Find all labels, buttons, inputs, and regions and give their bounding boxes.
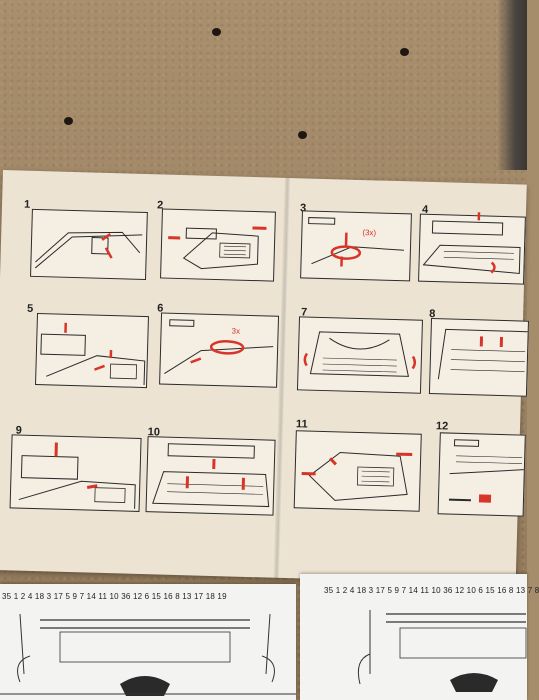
typewriter-illustration [303,331,417,377]
step-panel-10 [145,436,276,516]
turns-callout: (3x) [362,228,376,237]
board-hole [298,131,307,139]
board-hole [212,28,221,36]
floor-corner [497,0,527,170]
step-panel-2 [160,208,276,282]
step-panel-6: 3x [159,312,280,388]
typewriter-illustration [437,328,528,380]
typewriter-illustration [301,452,413,501]
guide-card-right: 35 1 2 4 18 3 17 5 9 7 14 11 10 36 12 10… [300,574,539,700]
step-number: 11 [295,418,308,431]
step-panel-3: (3x) [300,210,412,282]
typewriter-illustration: 3x [164,319,274,375]
typewriter-illustration [152,443,270,508]
turns-callout: 3x [231,326,240,335]
step-panel-4 [418,212,526,285]
step-number: 5 [26,302,34,315]
step-number: 1 [23,198,31,211]
step-panel-8 [428,318,529,397]
step-panel-5 [35,313,149,389]
step-number: 12 [435,420,449,433]
typewriter-illustration [40,322,146,386]
board-hole [400,48,409,56]
typewriter-illustration [18,442,136,509]
step-panel-7 [296,316,423,394]
step-panel-12 [437,432,526,517]
part-number-scale: 35 1 2 4 18 3 17 5 9 7 14 11 10 36 12 6 … [2,592,227,601]
board-hole [64,117,73,125]
typewriter-illustration [168,226,267,270]
typewriter-front-illustration [0,613,296,696]
step-panel-9 [9,434,142,512]
typewriter-illustration [422,212,521,275]
instruction-sheet: 1 2 3 (3x) 4 [0,170,529,585]
typewriter-illustration: (3x) [308,217,404,267]
guide-card-left: 35 1 2 4 18 3 17 5 9 7 14 11 10 36 12 6 … [0,584,296,700]
typewriter-front-illustration [357,610,527,692]
part-number-scale: 35 1 2 4 18 3 17 5 9 7 14 11 10 36 12 10… [324,586,539,595]
step-panel-1 [30,208,148,281]
typewriter-illustration [34,231,143,269]
typewriter-illustration [448,439,524,503]
step-panel-11 [293,430,422,512]
